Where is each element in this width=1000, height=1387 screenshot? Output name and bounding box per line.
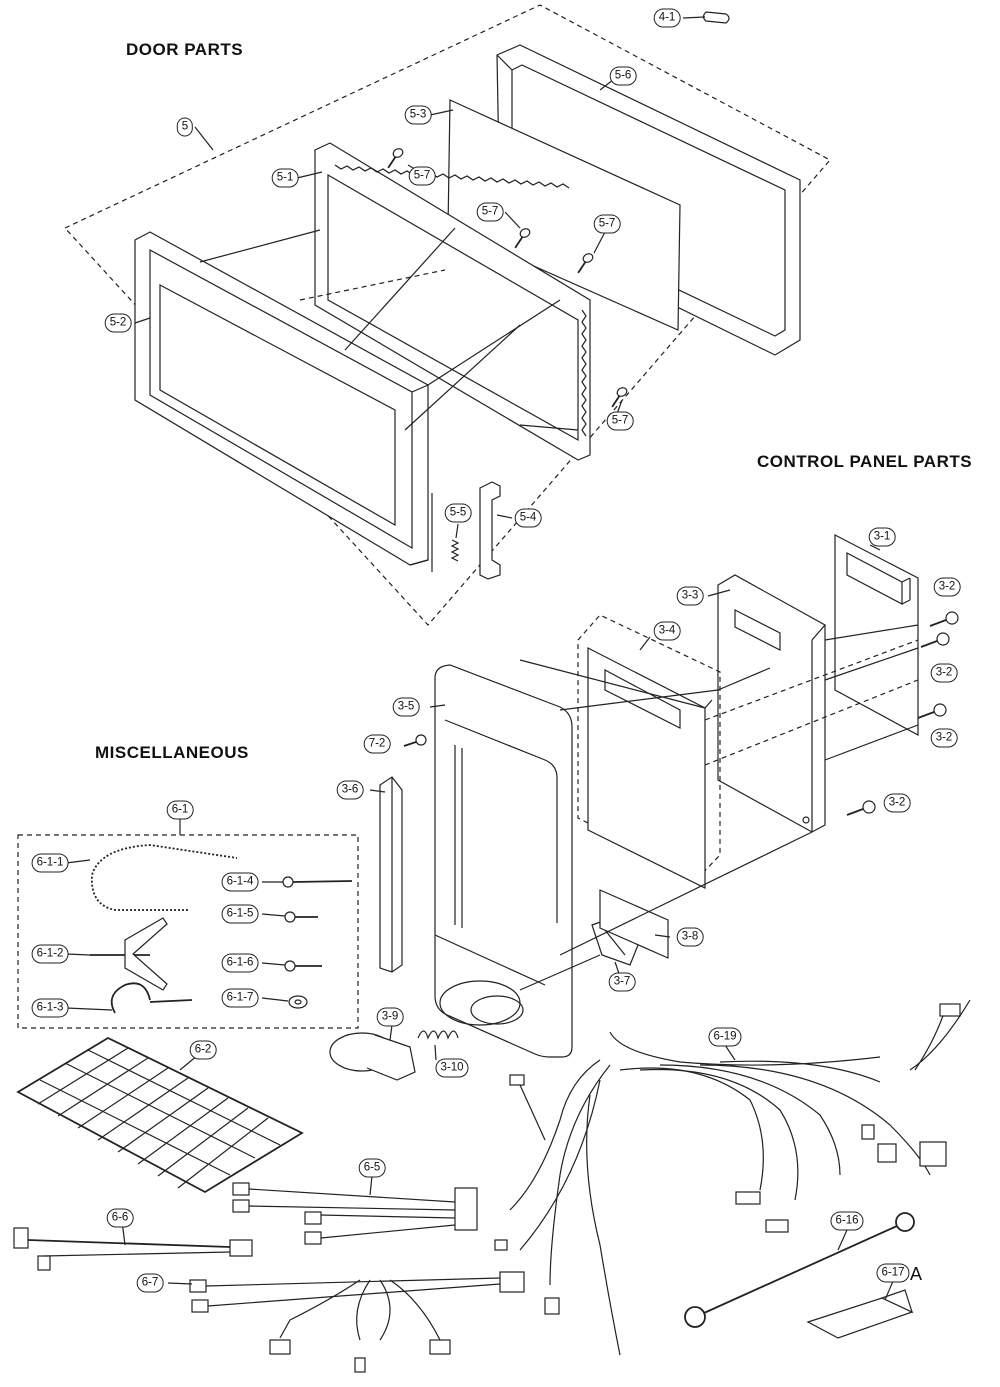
part-6-7-wire-harness <box>189 1271 525 1373</box>
callout-3-7: 3-7 <box>608 972 636 992</box>
part-6-1-4-screw <box>282 876 353 888</box>
callout-5-3: 5-3 <box>404 105 432 125</box>
callout-6-1-6: 6-1-6 <box>221 953 259 973</box>
callout-4-1: 4-1 <box>653 8 681 28</box>
callout-6-17: 6-17 <box>876 1263 910 1283</box>
part-5-7-screws <box>387 148 628 408</box>
callout-5-7-top: 5-7 <box>408 166 436 186</box>
callout-5-7-mid-right: 5-7 <box>593 214 621 234</box>
part-6-1-3-hook <box>110 982 193 1014</box>
part-3-4-insulator-sheet <box>577 614 721 889</box>
control-panel-parts-group <box>329 534 959 1081</box>
part-3-5-control-panel-frame <box>434 664 573 1058</box>
heading-control-panel-parts: CONTROL PANEL PARTS <box>757 452 973 471</box>
part-6-5-wire-harness <box>232 1182 478 1245</box>
callout-5-5: 5-5 <box>444 503 472 523</box>
part-6-6-power-cord <box>13 1227 253 1271</box>
callout-3-10: 3-10 <box>435 1058 469 1078</box>
callout-3-8: 3-8 <box>676 927 704 947</box>
callout-6-16: 6-16 <box>830 1211 864 1231</box>
part-6-1-2-toggle-bolt <box>90 917 168 991</box>
callout-6-1-4: 6-1-4 <box>221 872 259 892</box>
callout-6-1-2: 6-1-2 <box>31 944 69 964</box>
callout-3-2-b: 3-2 <box>930 663 958 683</box>
part-5-2-door-panel <box>134 231 429 566</box>
part-3-10-spring <box>417 1030 459 1040</box>
heading-door-parts: DOOR PARTS <box>126 40 244 59</box>
callout-5-2: 5-2 <box>104 313 132 333</box>
part-3-6-trim-strip <box>379 776 403 973</box>
callout-5-7-bottom: 5-7 <box>606 411 634 431</box>
part-3-9-push-button <box>329 1032 416 1081</box>
part-6-1-1-strap <box>91 844 238 911</box>
callout-5-1: 5-1 <box>271 168 299 188</box>
miscellaneous-group <box>13 818 971 1373</box>
callout-3-6: 3-6 <box>336 780 364 800</box>
callout-3-2-c: 3-2 <box>930 728 958 748</box>
part-7-2-screw <box>403 734 427 747</box>
part-6-1-5-screw <box>284 911 318 923</box>
callout-6-1-7: 6-1-7 <box>221 988 259 1008</box>
callout-6-1-3: 6-1-3 <box>31 998 69 1018</box>
callout-6-19: 6-19 <box>708 1027 742 1047</box>
part-6-19-main-wire-harness <box>494 999 971 1356</box>
callout-3-9: 3-9 <box>376 1007 404 1027</box>
part-6-1-7-washer <box>288 995 308 1009</box>
callout-3-5: 3-5 <box>392 697 420 717</box>
part-3-3-mounting-bracket <box>717 574 826 833</box>
heading-miscellaneous: MISCELLANEOUS <box>95 743 249 762</box>
callout-6-5: 6-5 <box>358 1158 386 1178</box>
callout-6-1: 6-1 <box>166 800 194 820</box>
part-3-1-circuit-board <box>834 534 919 737</box>
callout-5-4: 5-4 <box>514 508 542 528</box>
part-5-3-door-glass <box>447 99 681 331</box>
callout-7-2: 7-2 <box>363 734 391 754</box>
callout-6-7: 6-7 <box>136 1273 164 1293</box>
part-5-4-latch <box>479 481 501 580</box>
callout-6-1-1: 6-1-1 <box>31 853 69 873</box>
part-6-17-bracket <box>806 1289 914 1339</box>
hardware-kit-boundary <box>17 834 359 1029</box>
part-4-1-knob <box>702 11 730 24</box>
callout-3-2-d: 3-2 <box>883 793 911 813</box>
callout-3-4: 3-4 <box>653 621 681 641</box>
callout-3-2-a: 3-2 <box>933 577 961 597</box>
callout-6-1-5: 6-1-5 <box>221 904 259 924</box>
part-6-1-6-screw <box>284 960 322 972</box>
part-6-2-wire-rack <box>16 1036 304 1194</box>
callout-3-1: 3-1 <box>868 527 896 547</box>
section-marker-a: A <box>910 1264 923 1284</box>
callout-6-2: 6-2 <box>189 1040 217 1060</box>
part-3-8-switch-plate <box>599 889 669 959</box>
callout-5-7-mid-left: 5-7 <box>476 202 504 222</box>
callout-3-3: 3-3 <box>676 586 704 606</box>
door-parts-group <box>64 4 831 626</box>
part-5-5-spring <box>450 539 460 562</box>
part-5-1-choke-frame <box>314 142 591 461</box>
callout-6-6: 6-6 <box>106 1208 134 1228</box>
callout-5-6: 5-6 <box>609 66 637 86</box>
part-3-2-screws <box>846 611 959 816</box>
callout-5: 5 <box>176 117 194 137</box>
part-6-16-ground-wire <box>684 1212 915 1328</box>
